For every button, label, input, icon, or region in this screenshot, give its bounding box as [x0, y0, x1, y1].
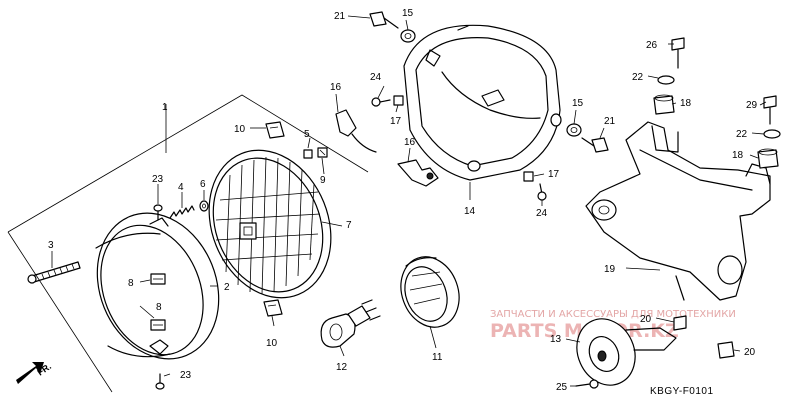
- wire-holder-16-lower: [397, 159, 439, 187]
- headlight-rim: [95, 212, 220, 360]
- callout-13: 13: [550, 334, 562, 345]
- callout-15-right: 15: [572, 98, 584, 109]
- collar-22-right: [763, 129, 781, 139]
- callout-3: 3: [48, 240, 54, 251]
- callout-12: 12: [336, 362, 348, 373]
- washer-6: [199, 200, 209, 212]
- headlight-case: [403, 24, 562, 181]
- nut-17-lower: [523, 171, 534, 182]
- callout-14: 14: [464, 206, 476, 217]
- callout-24-lower: 24: [536, 208, 548, 219]
- horn: [576, 318, 677, 386]
- callout-10-upper: 10: [234, 124, 246, 135]
- headlight-bulb: [320, 299, 381, 348]
- part-9: [317, 147, 328, 158]
- callout-18-right: 18: [732, 150, 744, 161]
- diagram-code: KBGY-F0101: [650, 386, 714, 397]
- adjust-screw: [27, 261, 81, 284]
- callout-29: 29: [746, 100, 758, 111]
- watermark-line1: ЗАПЧАСТИ И АКСЕССУАРЫ ДЛЯ МОТОТЕХНИКИ: [490, 309, 736, 320]
- bolt-21-top: [369, 11, 399, 29]
- adjust-spring: [169, 205, 195, 219]
- screw-23-top: [153, 204, 163, 221]
- callout-7: 7: [346, 220, 352, 231]
- callout-16-upper: 16: [330, 82, 342, 93]
- clip-10-upper: [265, 121, 285, 139]
- callout-15-top: 15: [402, 8, 414, 19]
- bolt-26: [671, 37, 685, 69]
- callout-16-lower: 16: [404, 137, 416, 148]
- screw-25: [575, 379, 599, 389]
- callout-5: 5: [304, 129, 310, 140]
- callout-9: 9: [320, 175, 326, 186]
- screw-24-upper: [371, 97, 391, 107]
- bolt-29: [763, 95, 777, 125]
- socket-cover: [400, 256, 460, 328]
- rim-nut-lower: [150, 319, 166, 331]
- callout-4: 4: [178, 182, 184, 193]
- front-direction-arrow: FR.: [16, 361, 53, 384]
- collar-15-top: [400, 29, 416, 43]
- callout-17-upper: 17: [390, 116, 402, 127]
- leader-lines: [51, 15, 767, 387]
- callout-8-lower: 8: [156, 302, 162, 313]
- part-5: [303, 149, 313, 159]
- callout-1: 1: [162, 102, 168, 113]
- grommet-18-right: [757, 148, 779, 169]
- collar-22-left: [657, 75, 675, 85]
- callout-2: 2: [224, 282, 230, 293]
- headlight-bracket: [585, 121, 771, 301]
- callout-17-lower: 17: [548, 169, 560, 180]
- callout-24-upper: 24: [370, 72, 382, 83]
- callout-21-right: 21: [604, 116, 616, 127]
- callout-19: 19: [604, 264, 616, 275]
- rim-nut-upper: [150, 273, 166, 285]
- callout-11: 11: [432, 352, 443, 363]
- assembly-outline: [7, 94, 369, 393]
- nut-17-upper: [393, 95, 404, 106]
- wire-holder-16-upper: [335, 109, 377, 153]
- screw-23-bottom: [155, 373, 165, 390]
- collar-15-right: [566, 123, 582, 137]
- callout-26: 26: [646, 40, 658, 51]
- clip-10-lower: [263, 299, 283, 317]
- callout-20-lower: 20: [744, 347, 756, 358]
- callout-21-top: 21: [334, 11, 346, 22]
- callout-22-left: 22: [632, 72, 644, 83]
- callout-8-upper: 8: [128, 278, 134, 289]
- bolt-21-right: [581, 137, 609, 153]
- callout-25: 25: [556, 382, 568, 393]
- callout-10-lower: 10: [266, 338, 278, 349]
- callout-23-top: 23: [152, 174, 164, 185]
- bolt-20-lower: [717, 341, 735, 359]
- callout-22-right: 22: [736, 129, 748, 140]
- screw-24-lower: [537, 183, 547, 201]
- bolt-20-upper: [673, 315, 687, 331]
- callout-18-left: 18: [680, 98, 692, 109]
- callouts: 1 2 3 4 5 6 7 8 8 9 10 10 11 12 13 14 15…: [48, 8, 758, 393]
- sealed-beam-unit: [208, 149, 332, 299]
- grommet-18-left: [653, 94, 675, 115]
- callout-23-bottom: 23: [180, 370, 192, 381]
- callout-20-upper: 20: [640, 314, 652, 325]
- callout-6: 6: [200, 179, 206, 190]
